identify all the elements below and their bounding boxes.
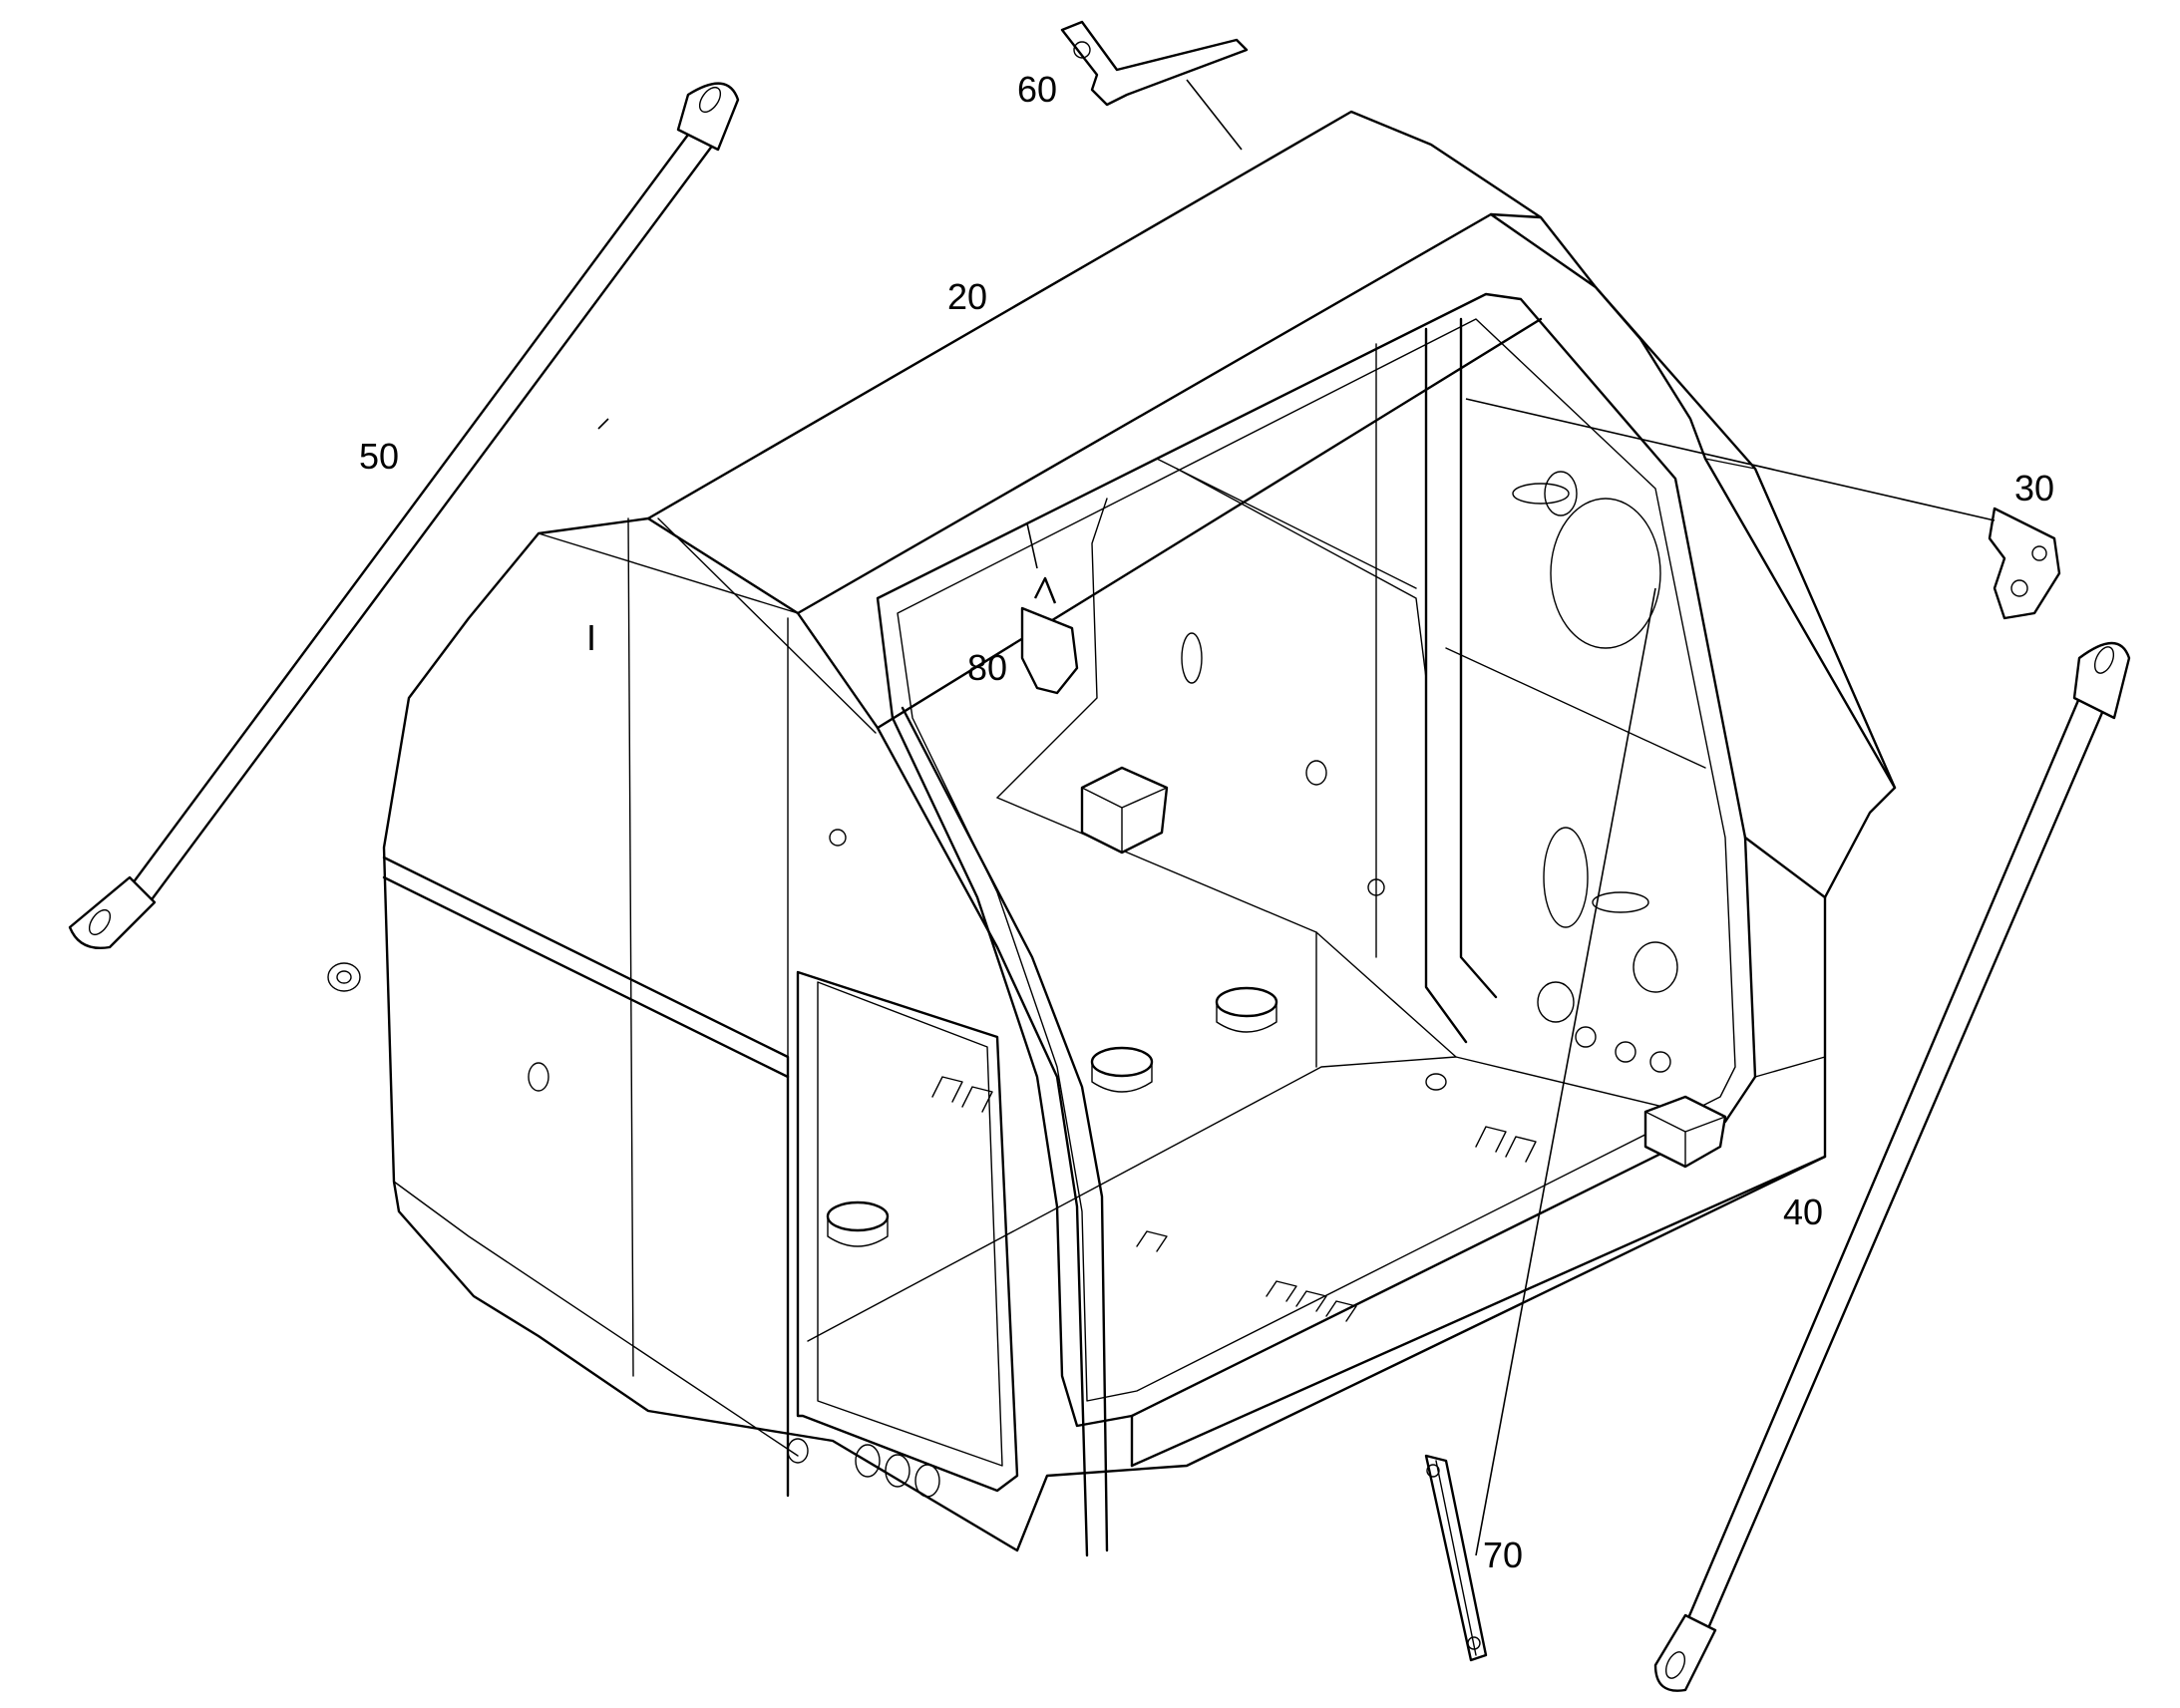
callout-70: 70: [1483, 1535, 1523, 1575]
bracket-80: [1020, 522, 1079, 695]
callout-20: 20: [947, 276, 987, 317]
frame-holes: [327, 471, 1678, 1498]
strap-70: [1424, 587, 1656, 1662]
rubber-mounts: [826, 766, 1727, 1247]
callout-40: 40: [1783, 1192, 1823, 1232]
tie-rod-40: [1653, 641, 2131, 1692]
leader-20: [597, 418, 609, 430]
mark-i: I: [586, 617, 596, 658]
callout-50: 50: [359, 436, 399, 477]
callout-60: 60: [1017, 69, 1057, 110]
slot-marks: [931, 1076, 1537, 1322]
frame-assembly: [382, 110, 1897, 1557]
callout-30: 30: [2014, 468, 2054, 509]
tie-rod-50: [68, 82, 740, 949]
bracket-30: [1465, 398, 2061, 620]
callout-80: 80: [967, 647, 1007, 688]
bracket-60: [1060, 20, 1249, 151]
